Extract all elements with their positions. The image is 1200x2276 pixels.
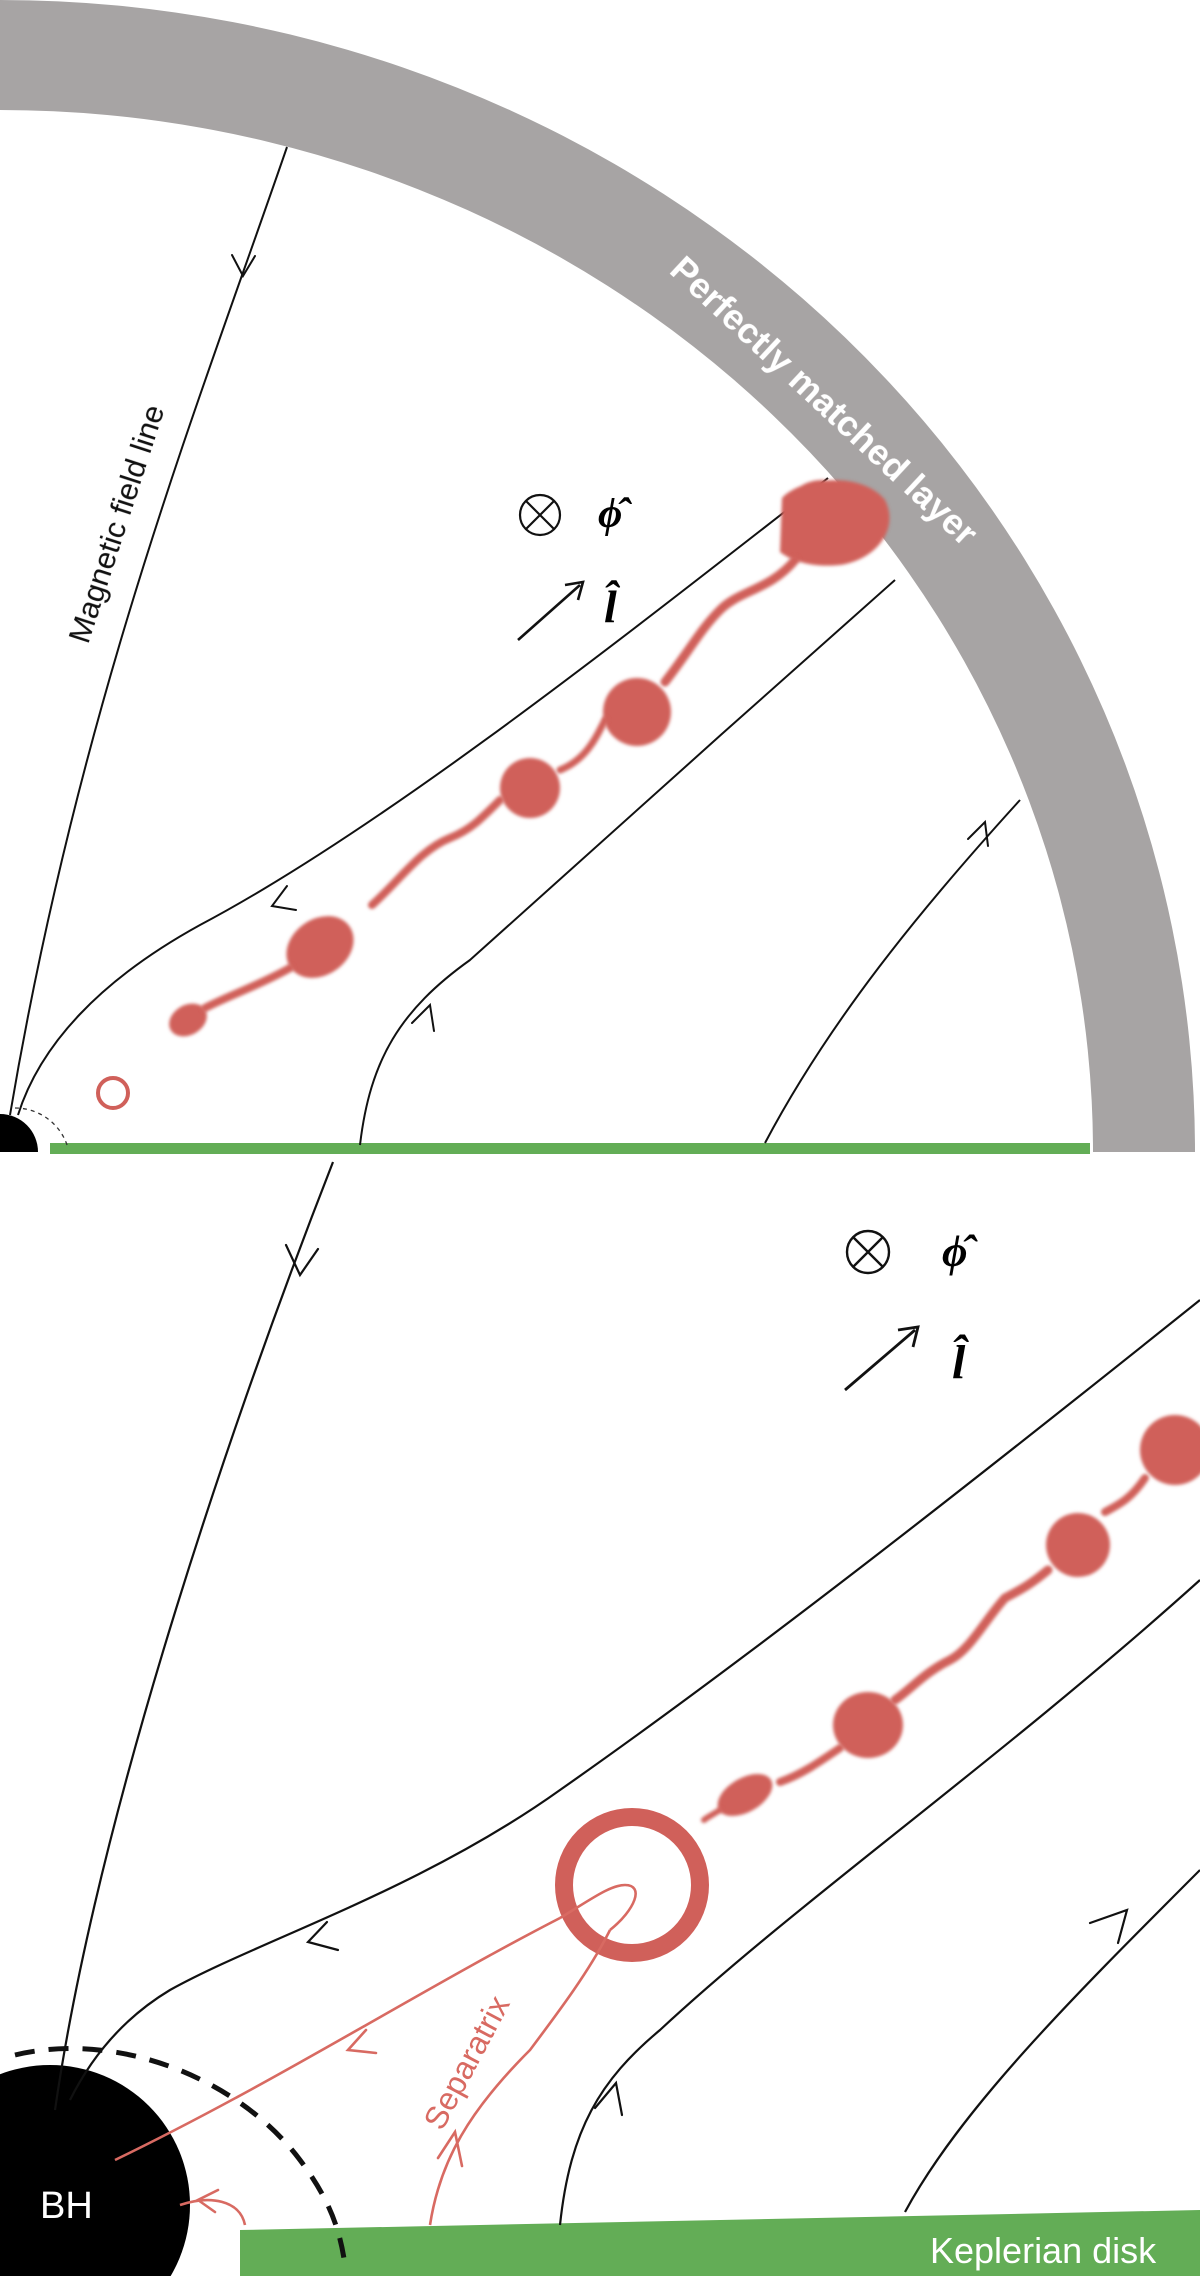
top-panel: ϕ̂ l̂ Magnetic field line Perfectly matc… — [0, 0, 1195, 1154]
arrowhead-bottom-4 — [1088, 1908, 1129, 1945]
arrowhead-top-4 — [967, 819, 989, 847]
ergosphere-dashed-arc — [14, 2046, 348, 2266]
plasmoid-chain-top — [169, 480, 890, 1037]
black-hole-top — [0, 1114, 38, 1152]
phi-hat-symbol-top: ϕ̂ — [598, 491, 632, 537]
l-direction-arrow-bottom — [844, 1328, 916, 1392]
bottom-panel: Keplerian disk BH — [0, 1161, 1200, 2276]
field-line-bottom-3 — [558, 1579, 1200, 2226]
arrowhead-bottom-1 — [284, 1243, 320, 1278]
field-line-top-2 — [17, 477, 829, 1116]
field-line-top-4 — [764, 799, 1021, 1144]
separatrix-arrowhead-3 — [195, 2188, 220, 2214]
separatrix-line-2 — [428, 1929, 612, 2226]
otimes-icon-bottom — [845, 1229, 891, 1275]
arrowhead-bottom-2 — [305, 1920, 340, 1952]
arrowhead-top-3 — [411, 1002, 435, 1032]
separatrix-inner — [179, 2198, 247, 2226]
keplerian-disk-label: Keplerian disk — [930, 2230, 1157, 2271]
keplerian-disk — [240, 2210, 1200, 2276]
field-line-bottom-2 — [69, 1299, 1200, 2101]
x-point-ring — [555, 1808, 709, 1962]
field-line-bottom-4 — [904, 1869, 1200, 2213]
arrowhead-bottom-3 — [593, 2080, 624, 2117]
ergosphere-top — [14, 1107, 69, 1149]
field-line-bottom-1 — [53, 1161, 335, 2111]
plasmoid-chain-bottom — [717, 1415, 1200, 1817]
separatrix-arrowhead-1 — [345, 2028, 378, 2055]
l-hat-symbol-top: l̂ — [604, 579, 621, 632]
field-line-top-1 — [9, 146, 288, 1116]
keplerian-disk-top — [50, 1143, 1090, 1154]
arrowhead-top-2 — [270, 885, 297, 911]
l-direction-arrow-top — [517, 584, 581, 641]
perfectly-matched-layer — [0, 0, 1195, 1152]
phi-hat-symbol-bottom: ϕ̂ — [942, 1227, 978, 1276]
separatrix-line-1 — [114, 1916, 561, 2162]
magnetic-field-line-label: Magnetic field line — [61, 400, 171, 647]
bh-label: BH — [40, 2185, 93, 2227]
x-point-circle-top — [96, 1076, 130, 1110]
separatrix-loop — [559, 1883, 637, 1932]
otimes-icon-top — [518, 493, 562, 537]
separatrix-arrowhead-2 — [436, 2128, 464, 2168]
l-hat-symbol-bottom: l̂ — [952, 1333, 970, 1389]
separatrix-label: Separatrix — [416, 1990, 516, 2136]
black-hole — [0, 2065, 190, 2276]
arrowhead-top-1 — [231, 254, 256, 279]
field-line-top-3 — [359, 579, 896, 1146]
